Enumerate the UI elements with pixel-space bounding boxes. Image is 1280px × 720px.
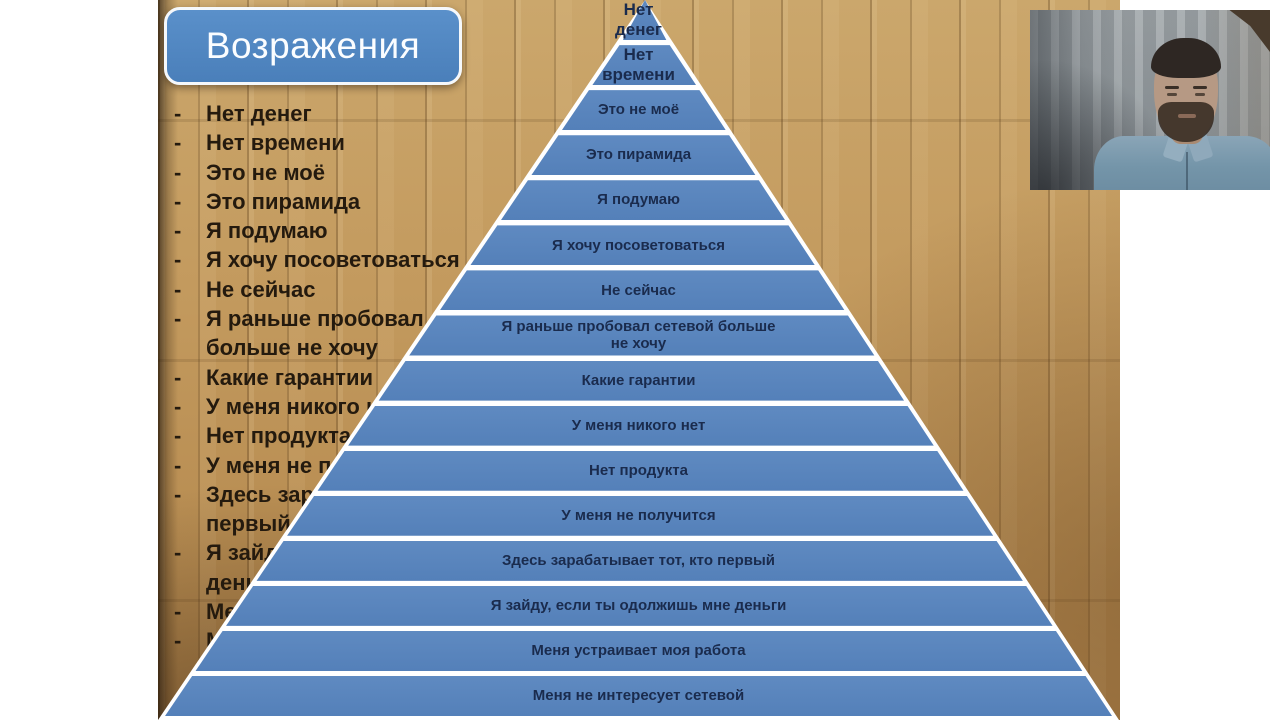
- list-bullet-dash: -: [174, 540, 182, 566]
- pyramid-level-shape: [378, 360, 905, 401]
- objection-list-item: -Нет денег: [174, 99, 604, 128]
- pyramid-level-shape: [470, 225, 815, 266]
- pyramid-level: Меня не интересует сетевой: [158, 675, 1119, 716]
- objection-list-item: -Я подумаю: [174, 216, 604, 245]
- pyramid-level-shape: [195, 630, 1083, 671]
- pyramid-level-shape: [165, 675, 1112, 716]
- pyramid-level: Я раньше пробовал сетевой больше не хочу: [158, 315, 1119, 356]
- objection-list-item: -Нет времени: [174, 128, 604, 157]
- pyramid-level-label: Здесь зарабатывает тот, кто первый: [502, 551, 775, 569]
- list-bullet-dash: -: [174, 218, 182, 244]
- presenter-beard: [1158, 102, 1214, 142]
- presenter-eye-right: [1195, 93, 1205, 96]
- list-bullet-dash: -: [174, 276, 182, 302]
- presenter-hair: [1151, 38, 1221, 78]
- slide-title: Возражения: [164, 7, 462, 85]
- list-bullet-dash: -: [174, 452, 182, 478]
- pyramid-level-label: У меня никого нет: [571, 416, 706, 434]
- objection-list-text: Это пирамида: [206, 188, 361, 214]
- pyramid-level-label: Это пирамида: [585, 146, 692, 164]
- pyramid-level: Это пирамида: [158, 135, 1119, 176]
- pyramid-level-label: Я хочу посоветоваться: [552, 236, 725, 254]
- pyramid-level-shape: [348, 405, 934, 446]
- webcam-overlay: [1030, 10, 1270, 190]
- pyramid-level-label: Не сейчас: [601, 281, 676, 299]
- pyramid-level: У меня не получится: [158, 495, 1119, 536]
- pyramid-level-shape: [500, 180, 786, 221]
- objection-list-text: Не сейчас: [206, 276, 316, 302]
- pyramid-level-label: Это не моё: [597, 101, 680, 119]
- pyramid-level-label: Я подумаю: [597, 191, 680, 209]
- pyramid-level-label: Нет времени: [602, 45, 675, 85]
- objection-list-text: Я подумаю: [206, 218, 328, 244]
- slide-title-label: Возражения: [205, 25, 421, 66]
- pyramid-level-shape: [256, 540, 1023, 581]
- pyramid-level-label: У меня не получится: [561, 506, 716, 524]
- objection-list-text: Это не моё: [206, 159, 325, 185]
- objection-list-text: Нет времени: [206, 130, 345, 156]
- list-bullet-dash: -: [174, 481, 182, 507]
- objection-list-text: Нет продукта: [206, 423, 352, 449]
- pyramid-level: Меня устраивает моя работа: [158, 630, 1119, 671]
- pyramid-level-label: Меня не интересует сетевой: [532, 687, 745, 705]
- presenter-eyebrow-left: [1165, 86, 1179, 89]
- objection-list-item: -Я хочу посоветоваться: [174, 245, 604, 274]
- presenter-eye-left: [1167, 93, 1177, 96]
- pyramid-level: Нет времени: [158, 45, 1119, 86]
- list-bullet-dash: -: [174, 159, 182, 185]
- pyramid-level: Какие гарантии: [158, 360, 1119, 401]
- pyramid-level: Нет продукта: [158, 450, 1119, 491]
- presenter-eyebrow-right: [1193, 86, 1207, 89]
- pyramid-level: Я подумаю: [158, 180, 1119, 221]
- slide-background: Возражения -Нет денег-Нет времени-Это не…: [158, 0, 1120, 720]
- objection-list-text: Какие гарантии: [206, 364, 373, 390]
- list-bullet-dash: -: [174, 247, 182, 273]
- list-bullet-dash: -: [174, 130, 182, 156]
- list-bullet-dash: -: [174, 101, 182, 126]
- pyramid-level: Не сейчас: [158, 270, 1119, 311]
- pyramid-level-shape: [561, 90, 726, 131]
- pyramid-level-label: Я раньше пробовал сетевой больше не хочу: [501, 317, 776, 353]
- presenter-mouth: [1178, 114, 1196, 118]
- pyramid-level: Я хочу посоветоваться: [158, 225, 1119, 266]
- pyramid-level-shape: [531, 135, 756, 176]
- pyramid-level: Это не моё: [158, 90, 1119, 131]
- objection-list-item: -Нет продукта: [174, 421, 604, 450]
- list-bullet-dash: -: [174, 628, 182, 654]
- pyramid-level-label: Какие гарантии: [581, 371, 696, 389]
- list-bullet-dash: -: [174, 393, 182, 419]
- pyramid-level-shape: [287, 495, 994, 536]
- pyramid-level: Я зайду, если ты одолжишь мне деньги: [158, 585, 1119, 626]
- list-bullet-dash: -: [174, 188, 182, 214]
- pyramid-level-shape: [439, 270, 845, 311]
- objection-list-text: Нет денег: [206, 101, 312, 126]
- objection-list-text: Я хочу посоветоваться: [206, 247, 460, 273]
- pyramid-level: У меня никого нет: [158, 405, 1119, 446]
- pyramid-level-label: Нет продукта: [589, 461, 688, 479]
- pyramid-level: Нет денег: [158, 0, 1119, 41]
- objection-list-item: -Не сейчас: [174, 275, 604, 304]
- pyramid-level-shape: [409, 315, 875, 356]
- shirt-placket: [1186, 152, 1188, 190]
- objection-list-item: -Это пирамида: [174, 187, 604, 216]
- pyramid-level-label: Я зайду, если ты одолжишь мне деньги: [490, 597, 787, 614]
- objection-list-item: -Это не моё: [174, 158, 604, 187]
- pyramid-level-shape: [226, 585, 1053, 626]
- list-bullet-dash: -: [174, 364, 182, 390]
- pyramid-level-shape: [317, 450, 964, 491]
- pyramid-level: Здесь зарабатывает тот, кто первый: [158, 540, 1119, 581]
- objection-list-item: -Какие гарантии: [174, 363, 604, 392]
- pyramid-level-label: Нет денег: [614, 0, 663, 40]
- list-bullet-dash: -: [174, 599, 182, 625]
- list-bullet-dash: -: [174, 423, 182, 449]
- list-bullet-dash: -: [174, 306, 182, 332]
- pyramid-level-label: Меня устраивает моя работа: [531, 642, 746, 660]
